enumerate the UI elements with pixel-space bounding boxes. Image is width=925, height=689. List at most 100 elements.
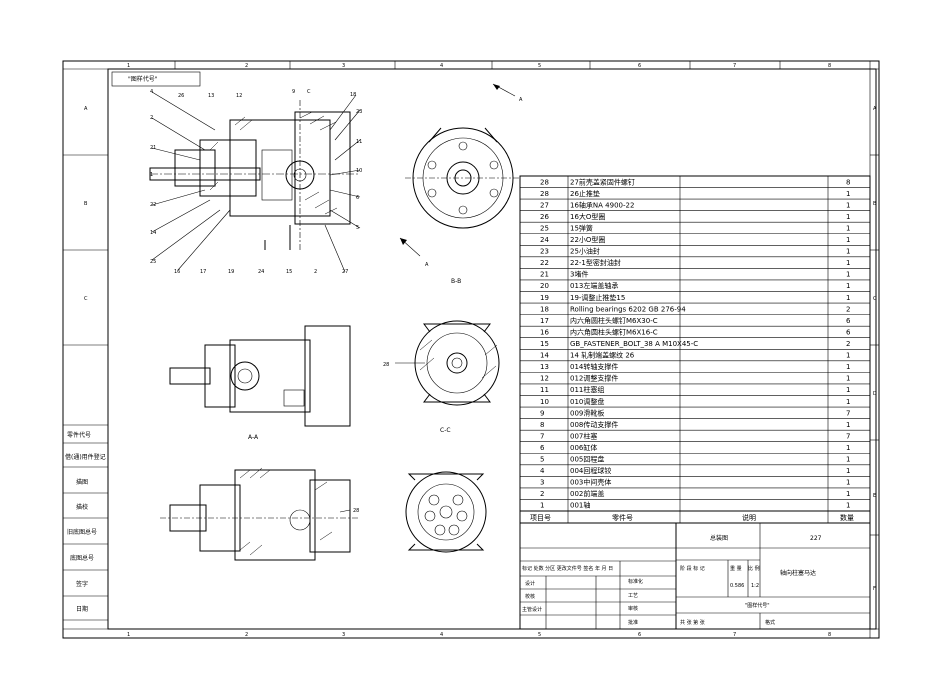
callout-C-top: C (307, 89, 311, 95)
zone-markers-top: 1 2 3 4 5 6 7 8 1 2 3 4 5 6 7 8 (127, 61, 831, 638)
callout-6: 5 (356, 225, 359, 231)
bom-row-no: 10 (540, 398, 549, 406)
zone-col-8: 8 (828, 63, 831, 69)
view-CC: 28 C-C (383, 320, 500, 434)
title-drawing-code: "图样代号" (745, 602, 770, 609)
zone-col-5: 5 (538, 63, 541, 69)
left-sidebar-table: 零件代号 借(通)用件登记 描图 描校 旧底图总号 底图总号 签字 日期 (63, 424, 108, 621)
bom-row-qty: 1 (846, 352, 850, 360)
sidebar-label-date: 日期 (76, 605, 88, 613)
bom-row-name: 16大O型圈 (570, 212, 605, 221)
bom-row-no: 24 (540, 236, 549, 244)
zone-col-2-bottom: 2 (245, 632, 248, 638)
title-process: 工艺 (628, 593, 638, 599)
top-code-box (111, 71, 201, 87)
bom-row-name: 012调整支撑件 (570, 374, 618, 383)
bom-row-name: GB_FASTENER_BOLT_38 A M10X45-C (570, 340, 698, 348)
bom-row-qty: 1 (846, 282, 850, 290)
bom-row-name: 001轴 (570, 501, 590, 510)
sidebar-label-borrow: 借(通)用件登记 (65, 453, 106, 461)
callout-27: 27 (342, 269, 348, 275)
callout-26: 26 (178, 93, 184, 99)
sidebar-label-trace-check: 描校 (76, 503, 88, 511)
callout-9: 9 (292, 89, 295, 95)
bom-row-qty: 1 (846, 456, 850, 464)
callout-15: 15 (286, 269, 292, 275)
bom-row-qty: 7 (846, 409, 850, 417)
zone-row-F-right: F (873, 586, 876, 592)
bom-row-no: 3 (540, 479, 544, 487)
bom-row-name: 25小油封 (570, 247, 600, 256)
bom-row-name: 15弹簧 (570, 223, 593, 232)
bom-row-name: 014转轴支撑件 (570, 362, 618, 371)
bom-row-qty: 1 (846, 467, 850, 475)
callout-4: 4 (150, 89, 153, 95)
bom-row-qty: 6 (846, 328, 851, 336)
bom-row-qty: 2 (846, 340, 850, 348)
zone-row-B-right: B (873, 201, 877, 207)
title-standardize: 标准化 (628, 578, 643, 585)
bom-header-qty: 数量 (840, 513, 854, 522)
bom-row-name: 010调整盘 (570, 397, 604, 406)
title-weight-label: 重 量 (730, 565, 742, 572)
top-code-text: "图样代号" (128, 75, 158, 83)
callout-11: 11 (356, 139, 362, 145)
zone-row-A-right: A (873, 106, 877, 112)
title-check: 校核 (525, 593, 535, 600)
bom-row-qty: 2 (846, 305, 850, 313)
title-format: 格式 (765, 619, 775, 626)
bom-row-no: 2 (540, 490, 544, 498)
title-assembly: 总装图 (710, 534, 728, 542)
sidebar-label-sign: 签字 (76, 580, 88, 588)
bom-row-no: 1 (540, 502, 544, 510)
outer-frame (62, 60, 880, 639)
callout-7: 6 (356, 195, 359, 201)
bom-row-qty: 1 (846, 190, 850, 198)
bom-row-name: 009滑靴板 (570, 408, 604, 417)
bom-row-no: 22 (540, 259, 549, 267)
bom-row-no: 5 (540, 456, 544, 464)
bom-header-part: 零件号 (612, 513, 633, 522)
title-scale: 1:2 (751, 583, 759, 589)
bom-row-no: 9 (540, 409, 544, 417)
zone-col-6-bottom: 6 (638, 632, 641, 638)
title-approve: 批准 (628, 619, 638, 626)
bom-row-no: 27 (540, 201, 549, 209)
bom-row-name: 011柱塞组 (570, 385, 604, 394)
zone-row-A: A (84, 106, 88, 112)
callout-28-cc: 28 (383, 362, 389, 368)
callout-1: 1 (150, 172, 153, 178)
zone-row-B: B (84, 201, 88, 207)
callout-14: 14 (150, 230, 156, 236)
bom-row-no: 23 (540, 248, 549, 256)
bom-row-no: 19 (540, 294, 549, 302)
bottom-circular-view (405, 471, 487, 553)
bom-row-qty: 1 (846, 363, 850, 371)
bom-row-qty: 8 (846, 178, 850, 186)
main-section-view: 4 26 13 12 9 C 18 2 21 1 22 14 25 23 11 … (149, 89, 362, 275)
bom-row-name: 013左端盖轴承 (570, 281, 618, 290)
bom-row-name: 22-1型密封油封 (570, 258, 621, 267)
bom-row-qty: 1 (846, 259, 850, 267)
zone-col-5-bottom: 5 (538, 632, 541, 638)
bom-row-no: 14 (540, 352, 549, 360)
bom-header-desc: 说明 (742, 513, 756, 522)
bom-row-name: Rolling bearings 6202 GB 276-94 (570, 305, 686, 313)
zone-row-C: C (84, 296, 88, 302)
bom-row-name: 005回程盘 (570, 455, 604, 464)
title-design: 设计 (525, 580, 535, 587)
title-review: 审核 (628, 605, 638, 612)
bom-row-no: 4 (540, 467, 545, 475)
bom-row-qty: 1 (846, 201, 850, 209)
callout-10: 10 (356, 168, 362, 174)
bom-row-no: 12 (540, 375, 549, 383)
bom-row-no: 15 (540, 340, 549, 348)
zone-col-1: 1 (127, 63, 130, 69)
bom-row-qty: 1 (846, 421, 850, 429)
title-revision-header: 标记 处数 分区 更改文件号 签名 年 月 日 (522, 565, 613, 572)
sidebar-label-old-base: 旧底图总号 (67, 528, 97, 536)
title-block: 总装图 227 标记 处数 分区 更改文件号 签名 年 月 日 设计 标准化 校… (519, 522, 871, 630)
sidebar-label-part-code: 零件代号 (67, 431, 91, 439)
bom-row-no: 25 (540, 224, 549, 232)
